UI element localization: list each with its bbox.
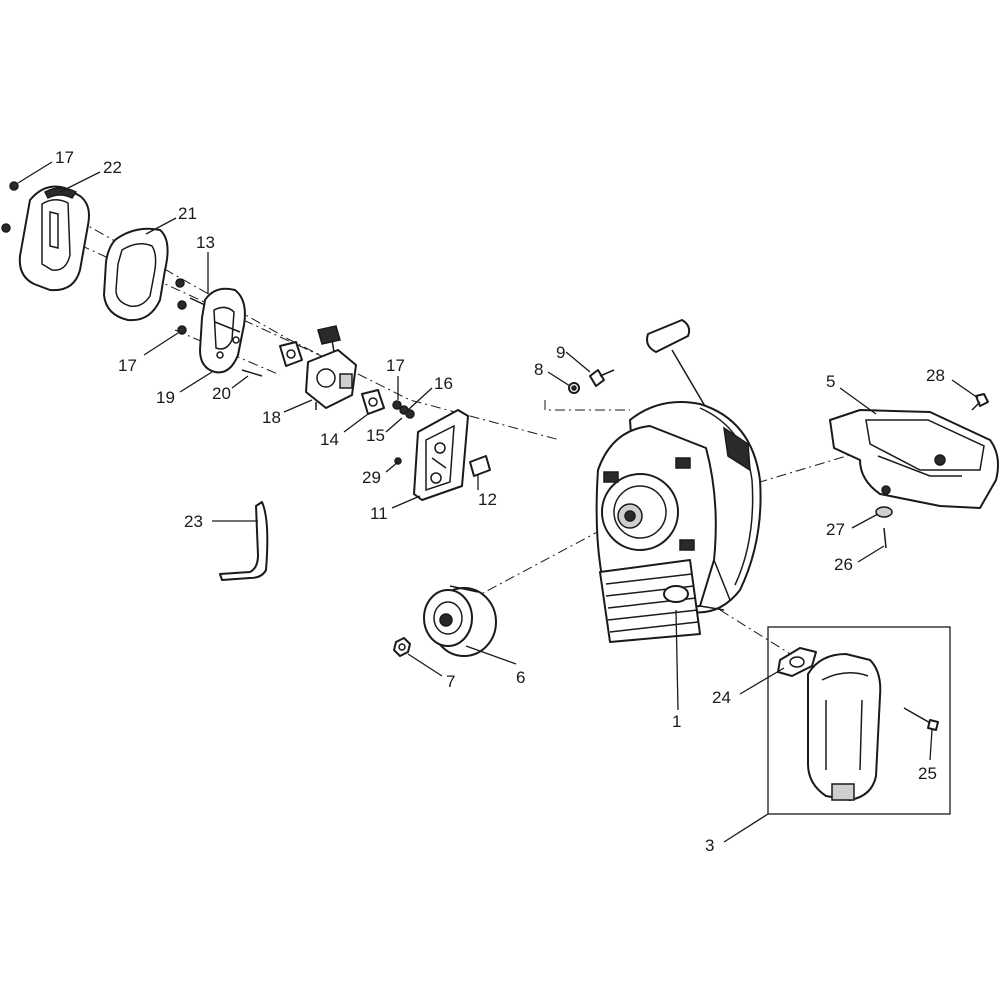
- gasket-12: [469, 455, 491, 477]
- callout-16: 16: [434, 374, 453, 393]
- gasket-14: [279, 341, 385, 415]
- bolt-9: [589, 369, 615, 387]
- muffler-bolt: [903, 707, 939, 731]
- callout-24: 24: [712, 688, 731, 707]
- callout-27: 27: [826, 520, 845, 539]
- callout-26: 26: [834, 555, 853, 574]
- pin-26: [883, 527, 887, 549]
- callout-28: 28: [926, 366, 945, 385]
- callout-3: 3: [705, 836, 714, 855]
- callout-17-top: 17: [55, 148, 74, 167]
- callout-18: 18: [262, 408, 281, 427]
- callout-21: 21: [178, 204, 197, 223]
- callout-29: 29: [362, 468, 381, 487]
- callout-leaders: [17, 161, 979, 843]
- callout-13: 13: [196, 233, 215, 252]
- insulator-plate: [413, 409, 469, 501]
- callout-12: 12: [478, 490, 497, 509]
- callout-7: 7: [446, 672, 455, 691]
- washer-27: [875, 506, 893, 518]
- callout-11: 11: [370, 504, 388, 523]
- callout-5: 5: [826, 372, 835, 391]
- screw-20: [241, 369, 263, 377]
- fuel-tank-cover: [829, 409, 999, 509]
- air-filter-element: [103, 227, 169, 322]
- callout-9: 9: [556, 343, 565, 362]
- callout-1: 1: [672, 712, 681, 731]
- air-filter-cover: [18, 185, 90, 292]
- callout-19: 19: [156, 388, 175, 407]
- carburetor: [305, 325, 357, 410]
- callout-8: 8: [534, 360, 543, 379]
- callout-22: 22: [103, 158, 122, 177]
- callout-25: 25: [918, 764, 937, 783]
- clutch-drum: [423, 585, 497, 657]
- callout-14: 14: [320, 430, 339, 449]
- callout-6: 6: [516, 668, 525, 687]
- callout-20: 20: [212, 384, 231, 403]
- callout-labels: 17 22 21 13 17 19 20 18 14 17 16 15 29 1…: [55, 148, 945, 855]
- air-filter-base-plate: [189, 287, 246, 374]
- hex-key: [219, 501, 269, 581]
- small-fasteners-15-16: [392, 400, 415, 465]
- screw-28: [971, 393, 989, 411]
- muffler: [807, 653, 882, 801]
- callout-17-left: 17: [118, 356, 137, 375]
- engine-assembly: [595, 319, 762, 643]
- callout-17-mid: 17: [386, 356, 405, 375]
- callout-23: 23: [184, 512, 203, 531]
- nut-17-top: [1, 181, 187, 335]
- muffler-kit-box: [767, 626, 951, 815]
- washer-8: [568, 382, 580, 394]
- callout-15: 15: [366, 426, 385, 445]
- nut-7: [393, 637, 411, 657]
